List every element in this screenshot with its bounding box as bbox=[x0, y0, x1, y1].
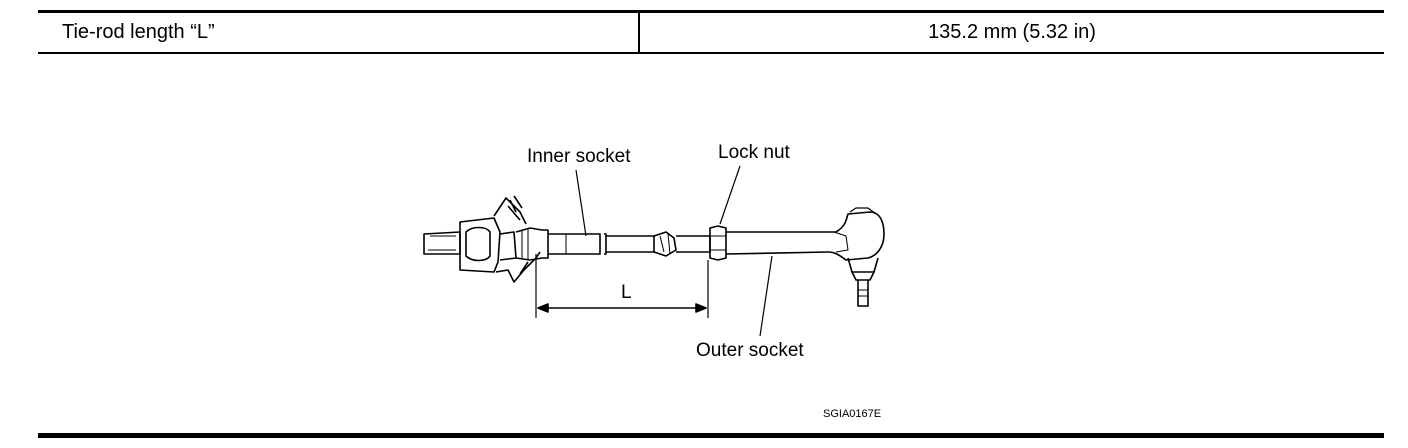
callout-inner-socket: Inner socket bbox=[527, 146, 631, 167]
boot-clamp bbox=[493, 195, 541, 283]
inner-ball-joint-housing bbox=[459, 217, 517, 273]
spec-label: Tie-rod length “L” bbox=[62, 21, 215, 43]
figure-code: SGIA0167E bbox=[823, 408, 882, 420]
outer-socket-body bbox=[725, 207, 885, 261]
spec-table: Tie-rod length “L” 135.2 mm (5.32 in) bbox=[38, 10, 1384, 54]
leader-lines bbox=[575, 165, 773, 337]
outer-ball-stud bbox=[847, 257, 879, 307]
dimension-l bbox=[535, 254, 709, 318]
spec-value: 135.2 mm (5.32 in) bbox=[928, 21, 1096, 43]
callout-lock-nut: Lock nut bbox=[718, 142, 790, 163]
spec-value-cell: 135.2 mm (5.32 in) bbox=[640, 13, 1384, 52]
rack-shaft bbox=[423, 231, 461, 255]
callout-outer-socket: Outer socket bbox=[696, 340, 804, 361]
bottom-rule bbox=[38, 433, 1384, 438]
lock-nut bbox=[709, 225, 727, 261]
inner-socket-rod bbox=[515, 227, 711, 261]
dimension-l-label: L bbox=[621, 282, 632, 303]
spec-label-cell: Tie-rod length “L” bbox=[38, 13, 640, 52]
